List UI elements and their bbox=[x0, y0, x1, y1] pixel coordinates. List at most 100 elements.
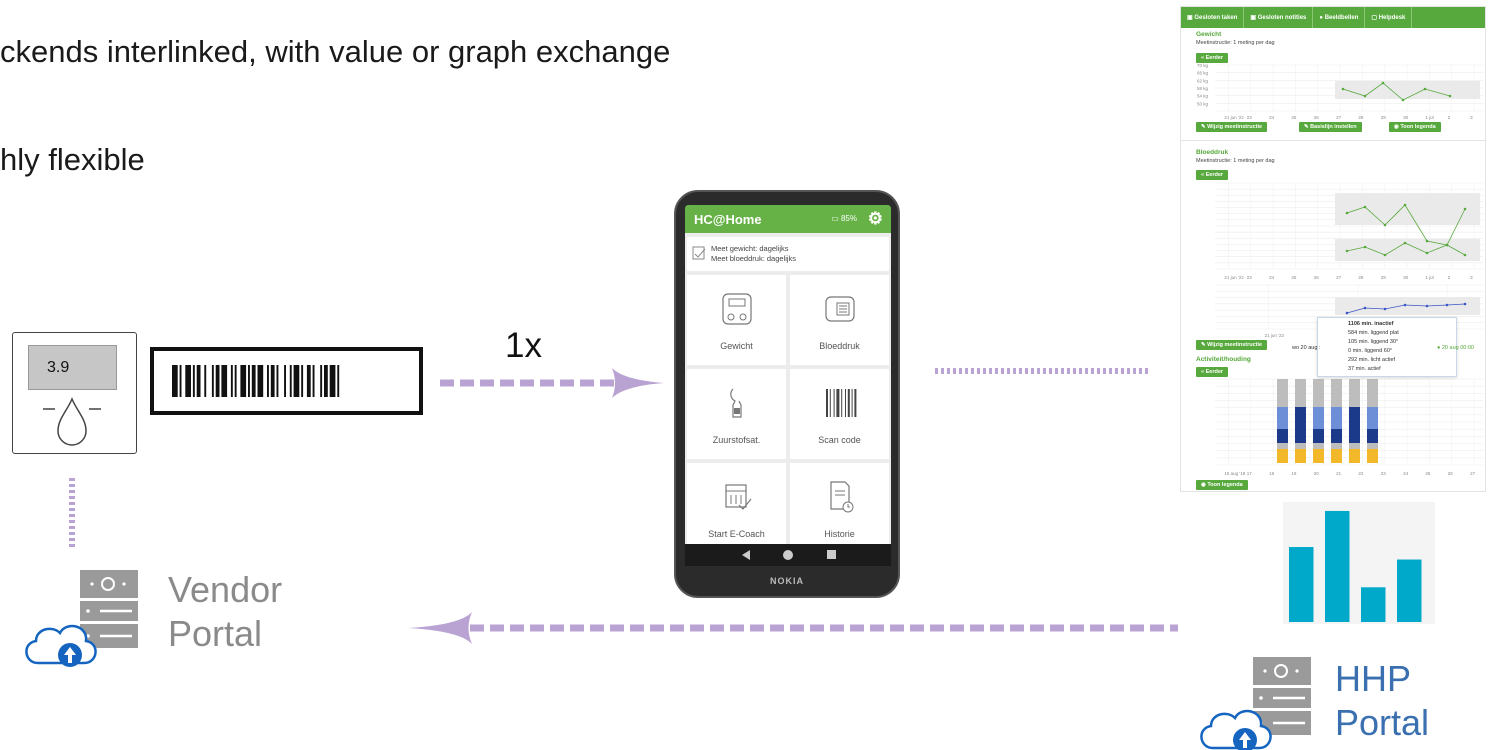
tab-helpdesk[interactable]: ▢ Helpdesk bbox=[1365, 7, 1413, 28]
y-tick-label: 70 kg bbox=[1197, 63, 1209, 68]
activity-bar-active bbox=[1313, 449, 1324, 463]
task-list: Meet gewicht: dagelijks Meet bloeddruk: … bbox=[687, 237, 889, 271]
barcode-bar bbox=[267, 365, 269, 397]
battery-level: 85% bbox=[840, 214, 857, 223]
battery-indicator: ▭ 85% bbox=[831, 214, 857, 223]
x-tick-label: 29 bbox=[1381, 115, 1387, 120]
wijzig-meetinstructie-button-2[interactable]: ✎ Wijzig meetinstructie bbox=[1196, 340, 1268, 350]
back-icon[interactable] bbox=[742, 550, 750, 560]
barcode-bar bbox=[289, 365, 292, 397]
server-icon bbox=[80, 570, 138, 598]
tooltip-legend-entry: ● 20 aug 00:00 bbox=[1437, 345, 1474, 351]
barcode-bar bbox=[835, 389, 839, 417]
portal-to-vendor-arrowhead bbox=[408, 612, 472, 644]
gear-icon[interactable]: ⚙ bbox=[867, 209, 883, 228]
wijzig-meetinstructie-button[interactable]: ✎ Wijzig meetinstructie bbox=[1196, 122, 1268, 132]
x-tick-label: 27 bbox=[1470, 471, 1476, 476]
older-button-gewicht[interactable]: « Eerder bbox=[1196, 53, 1229, 63]
toon-legenda-button-2[interactable]: ◉ Toon legenda bbox=[1196, 480, 1248, 490]
x-tick-label: 17 bbox=[1247, 471, 1253, 476]
y-tick-label: 62 kg bbox=[1197, 78, 1209, 83]
data-point bbox=[1381, 81, 1385, 85]
x-tick-label: 28 bbox=[1358, 275, 1364, 280]
tile-zuurstofsat[interactable]: Zuurstofsat. bbox=[687, 369, 786, 459]
data-point bbox=[1341, 87, 1345, 91]
bar bbox=[1361, 587, 1386, 622]
smartphone: HC@Home ▭ 85% ⚙ Meet gewicht: dagelijks … bbox=[674, 190, 900, 598]
barcode-bar bbox=[230, 365, 233, 397]
toon-legenda-button[interactable]: ◉ Toon legenda bbox=[1389, 122, 1441, 132]
y-tick-label: 66 kg bbox=[1197, 71, 1209, 76]
data-point bbox=[1363, 306, 1367, 310]
barcode-bar bbox=[324, 365, 328, 397]
hhp-portal-label: HHP Portal bbox=[1335, 658, 1430, 743]
blood-pressure-icon bbox=[824, 296, 855, 322]
home-icon[interactable] bbox=[783, 550, 793, 560]
calendar-check-icon bbox=[692, 246, 706, 260]
android-nav-bar bbox=[685, 544, 891, 566]
x-tick-label: 30 bbox=[1403, 115, 1409, 120]
tooltip-row: 1106 min. inactief bbox=[1348, 321, 1394, 327]
portal-tab-bar: ▣ Gesloten taken ▣ Gesloten notities ● B… bbox=[1181, 7, 1485, 28]
tab-gesloten-notities[interactable]: ▣ Gesloten notities bbox=[1244, 7, 1314, 28]
older-button-bloeddruk[interactable]: « Eerder bbox=[1196, 170, 1229, 180]
data-point bbox=[1403, 303, 1407, 307]
phone-screen: HC@Home ▭ 85% ⚙ Meet gewicht: dagelijks … bbox=[685, 205, 891, 565]
device-display: 3.9 bbox=[28, 345, 117, 390]
x-tick-label: 26 bbox=[1448, 471, 1454, 476]
x-tick-label: 23 bbox=[1247, 115, 1253, 120]
tab-beeldbellen[interactable]: ● Beeldbellen bbox=[1313, 7, 1366, 28]
x-tick-label: 3 bbox=[1470, 275, 1473, 280]
activity-bar-active bbox=[1349, 449, 1360, 463]
data-point bbox=[1363, 245, 1367, 249]
barcode-bar bbox=[270, 365, 275, 397]
tile-bloeddruk[interactable]: Bloeddruk bbox=[790, 275, 889, 365]
barcode-bar bbox=[329, 365, 336, 397]
tile-gewicht[interactable]: Gewicht bbox=[687, 275, 786, 365]
history-icon bbox=[829, 481, 853, 513]
barcode-bar bbox=[172, 365, 178, 397]
tooltip-row: 37 min. actief bbox=[1348, 366, 1381, 372]
x-tick-label: 28 bbox=[1358, 115, 1364, 120]
pulse-oximeter-icon bbox=[729, 388, 742, 418]
tile-scan-code[interactable]: Scan code bbox=[790, 369, 889, 459]
tile-label: Scan code bbox=[818, 435, 861, 445]
barcode-icon bbox=[172, 365, 340, 397]
tile-label: Historie bbox=[824, 529, 855, 539]
barcode-bar bbox=[204, 365, 207, 397]
activity-bar-active bbox=[1295, 449, 1306, 463]
app-title: HC@Home bbox=[694, 211, 762, 227]
app-header: HC@Home ▭ 85% ⚙ bbox=[685, 205, 891, 233]
tab-gesloten-taken[interactable]: ▣ Gesloten taken bbox=[1181, 7, 1245, 28]
tile-label: Start E-Coach bbox=[708, 529, 765, 539]
x-tick-label: 23 bbox=[1247, 275, 1253, 280]
tooltip-row: 584 min. liggend plat bbox=[1348, 330, 1399, 336]
recents-icon[interactable] bbox=[827, 550, 836, 559]
activity-bar-lying-flat bbox=[1367, 429, 1378, 443]
barcode-bar bbox=[833, 389, 835, 417]
activity-bar-lying-flat bbox=[1295, 429, 1306, 443]
x-tick-label: 24 bbox=[1269, 275, 1275, 280]
x-tick-label: 22 bbox=[1358, 471, 1364, 476]
barcode-bar bbox=[211, 365, 214, 397]
barcode-bar bbox=[196, 365, 201, 397]
older-button-activiteit[interactable]: « Eerder bbox=[1196, 367, 1229, 377]
data-point bbox=[1383, 253, 1387, 257]
barcode-to-phone-arrowhead bbox=[612, 368, 664, 398]
x-tick-label: 18 bbox=[1269, 471, 1275, 476]
x-tick-label: 21 jun '22 bbox=[1224, 115, 1244, 120]
tile-start-e-coach[interactable]: Start E-Coach bbox=[687, 463, 786, 553]
data-point bbox=[1401, 98, 1405, 102]
x-tick-label: 24 bbox=[1269, 115, 1275, 120]
tile-historie[interactable]: Historie bbox=[790, 463, 889, 553]
basislijn-instellen-button[interactable]: ✎ Basislijn instellen bbox=[1299, 122, 1362, 132]
tooltip-date: wo 20 aug : bbox=[1292, 345, 1321, 351]
y-tick-label: 58 kg bbox=[1197, 86, 1209, 91]
x-tick-label: 30 bbox=[1403, 275, 1409, 280]
barcode-bar bbox=[179, 365, 182, 397]
x-tick-label: 26 bbox=[1314, 275, 1320, 280]
